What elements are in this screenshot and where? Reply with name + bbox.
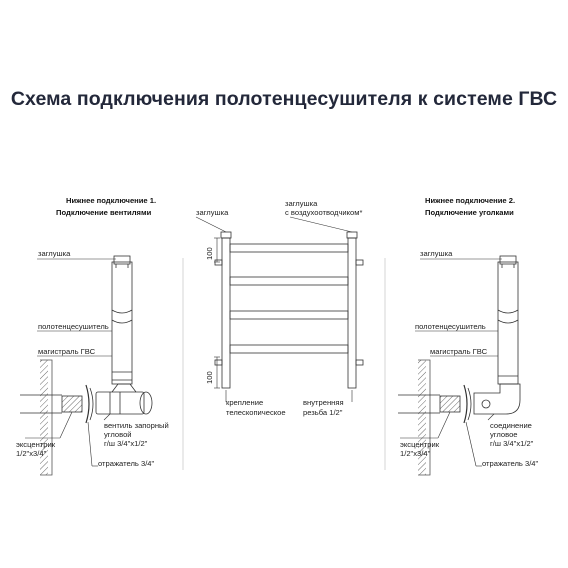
right-main-label: магистраль ГВС (430, 347, 488, 356)
right-connection-label-1: соединение (490, 421, 532, 430)
left-eccentric-label-1: эксцентрик (16, 440, 56, 449)
center-scheme (195, 216, 364, 402)
riser-right (497, 261, 519, 385)
left-reflector-label: отражатель 3/4" (98, 459, 155, 468)
right-scheme (398, 255, 521, 476)
reflector-right (463, 384, 468, 424)
left-heading-2: Подключение вентилями (56, 208, 152, 217)
right-reflector-label: отражатель 3/4" (482, 459, 539, 468)
left-valve-label-3: г/ш 3/4"х1/2" (104, 439, 148, 448)
page-title: Схема подключения полотенцесушителя к си… (10, 88, 558, 110)
center-thread-label-1: внутренняя (303, 398, 344, 407)
center-plug-air-label-2: с воздухоотводчиком* (285, 208, 363, 217)
center-thread-label-2: резьба 1/2" (303, 408, 343, 417)
center-mount-label-2: телескопическое (226, 408, 286, 417)
eccentric-right (439, 395, 461, 413)
left-valve-label-2: угловой (104, 430, 132, 439)
crossbar-4 (229, 344, 349, 354)
center-mount-label-1: крепление (226, 398, 264, 407)
left-eccentric-label-2: 1/2"х3/4" (16, 449, 47, 458)
center-right-tube (347, 237, 357, 389)
riser-left (111, 261, 133, 385)
crossbar-3 (229, 310, 349, 320)
left-main-label: магистраль ГВС (38, 347, 96, 356)
right-eccentric-label-1: эксцентрик (400, 440, 440, 449)
right-connection-label-3: г/ш 3/4"х1/2" (490, 439, 534, 448)
right-heading-1: Нижнее подключение 2. (425, 196, 516, 205)
center-plug-label: заглушка (196, 208, 229, 217)
elbow-right (473, 383, 521, 415)
right-plug-label: заглушка (420, 249, 453, 258)
center-plug-right (346, 231, 358, 239)
reflector-left (85, 384, 90, 424)
left-scheme (20, 255, 153, 476)
left-heading-1: Нижнее подключение 1. (66, 196, 157, 205)
plug-left (113, 255, 131, 265)
crossbar-1 (229, 243, 349, 253)
center-left-tube (221, 237, 231, 389)
right-eccentric-label-2: 1/2"х3/4" (400, 449, 431, 458)
crossbar-2 (229, 276, 349, 286)
right-heading-2: Подключение уголками (425, 208, 514, 217)
left-dryer-label: полотенцесушитель (38, 322, 109, 331)
right-connection-label-2: угловое (490, 430, 518, 439)
left-valve-label-1: вентиль запорный (104, 421, 169, 430)
center-dim-top: 100 (205, 247, 214, 260)
left-plug-label: заглушка (38, 249, 71, 258)
center-plug-left (220, 231, 232, 239)
plug-right (499, 255, 517, 265)
eccentric-left (61, 395, 83, 413)
right-dryer-label: полотенцесушитель (415, 322, 486, 331)
center-plug-air-label-1: заглушка (285, 199, 318, 208)
center-dim-bottom: 100 (205, 371, 214, 384)
